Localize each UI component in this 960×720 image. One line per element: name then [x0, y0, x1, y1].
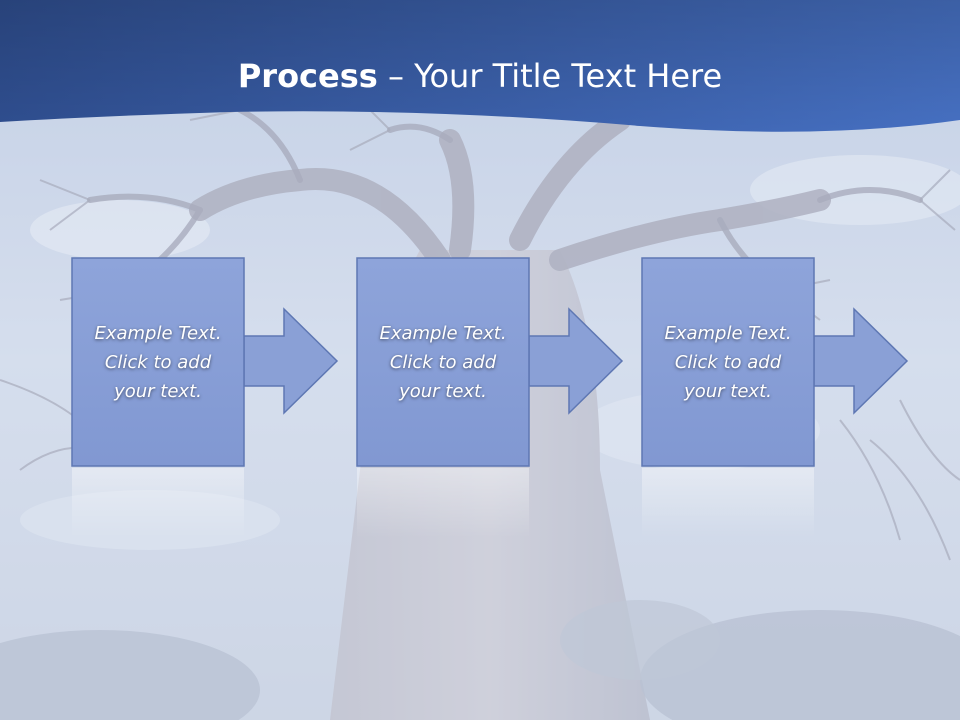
step-text-line: Click to add — [104, 351, 212, 373]
step-text-line: Example Text. — [664, 322, 792, 344]
arrow-right-icon — [243, 307, 339, 415]
arrow-right-icon — [813, 307, 909, 415]
arrow-right-icon — [528, 307, 624, 415]
step-box — [356, 257, 530, 467]
step-box — [71, 257, 245, 467]
step-reflection — [72, 468, 244, 538]
step-reflection — [642, 468, 814, 538]
step-reflection — [357, 468, 529, 538]
page-title: Process – Your Title Text Here — [0, 48, 960, 108]
step-text-line: Example Text. — [379, 322, 507, 344]
step-text-line: Example Text. — [94, 322, 222, 344]
step-text-line: Click to add — [674, 351, 782, 373]
step-text-line: your text. — [399, 380, 487, 402]
step-box — [641, 257, 815, 467]
title-bold: Process — [237, 57, 378, 95]
step-3-text[interactable]: Example Text. Click to add your text. — [642, 258, 814, 466]
step-text-line: Click to add — [389, 351, 497, 373]
step-2-text[interactable]: Example Text. Click to add your text. — [357, 258, 529, 466]
process-step-1[interactable] — [71, 257, 339, 538]
title-rest: – Your Title Text Here — [377, 57, 723, 95]
header-band — [0, 0, 960, 132]
step-text-line: your text. — [684, 380, 772, 402]
step-1-text[interactable]: Example Text. Click to add your text. — [72, 258, 244, 466]
process-step-3[interactable] — [641, 257, 909, 538]
step-text-line: your text. — [114, 380, 202, 402]
process-step-2[interactable] — [356, 257, 624, 538]
